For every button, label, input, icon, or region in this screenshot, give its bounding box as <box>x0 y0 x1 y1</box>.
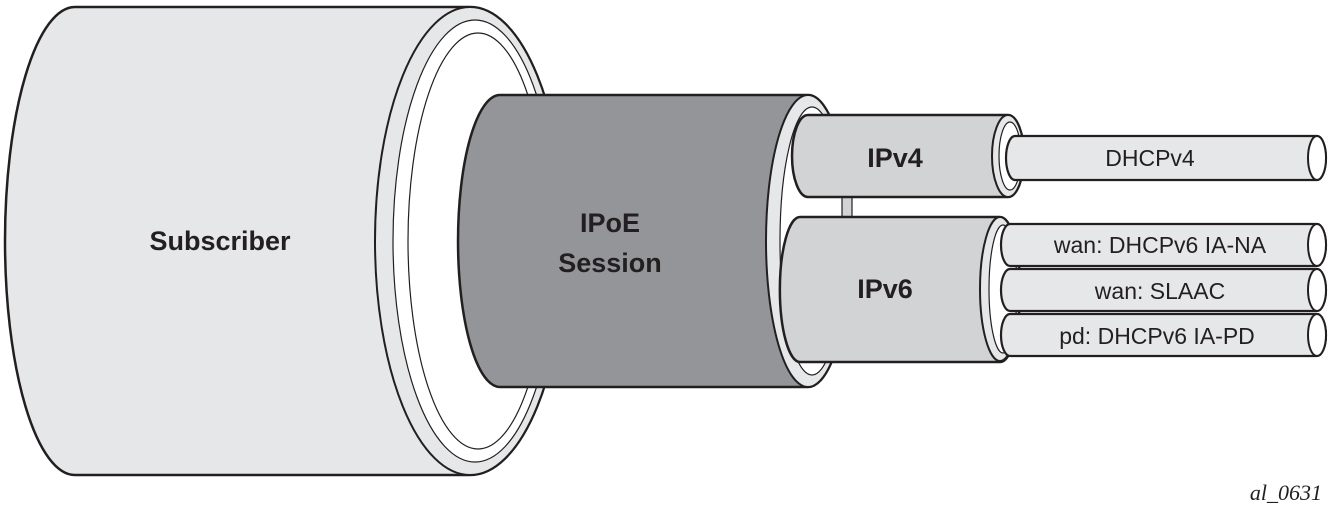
ipv6-cylinder: IPv6 <box>778 215 1022 364</box>
ipoe-label-line1: IPoE <box>580 208 640 238</box>
dhcpv6-ia-pd-label: pd: DHCPv6 IA-PD <box>1059 323 1255 349</box>
dhcpv6-ia-na-label: wan: DHCPv6 IA-NA <box>1053 232 1267 258</box>
ipv4-label: IPv4 <box>867 143 923 173</box>
figure-reference: al_0631 <box>1250 480 1322 505</box>
ipoe-label-line2: Session <box>558 248 662 278</box>
ipv6-label: IPv6 <box>857 274 913 304</box>
dhcpv4-label: DHCPv4 <box>1105 145 1195 171</box>
dhcpv4-tube: DHCPv4 <box>1004 134 1328 182</box>
subscriber-label: Subscriber <box>149 226 291 256</box>
ipv6-tube-slaac: wan: SLAAC <box>999 267 1328 313</box>
ipv6-tube-dhcpv6-ia-pd: pd: DHCPv6 IA-PD <box>999 312 1328 358</box>
ipv4-cylinder: IPv4 <box>790 113 1026 199</box>
slaac-label: wan: SLAAC <box>1094 278 1225 304</box>
ipv6-tube-dhcpv6-ia-na: wan: DHCPv6 IA-NA <box>999 222 1328 268</box>
